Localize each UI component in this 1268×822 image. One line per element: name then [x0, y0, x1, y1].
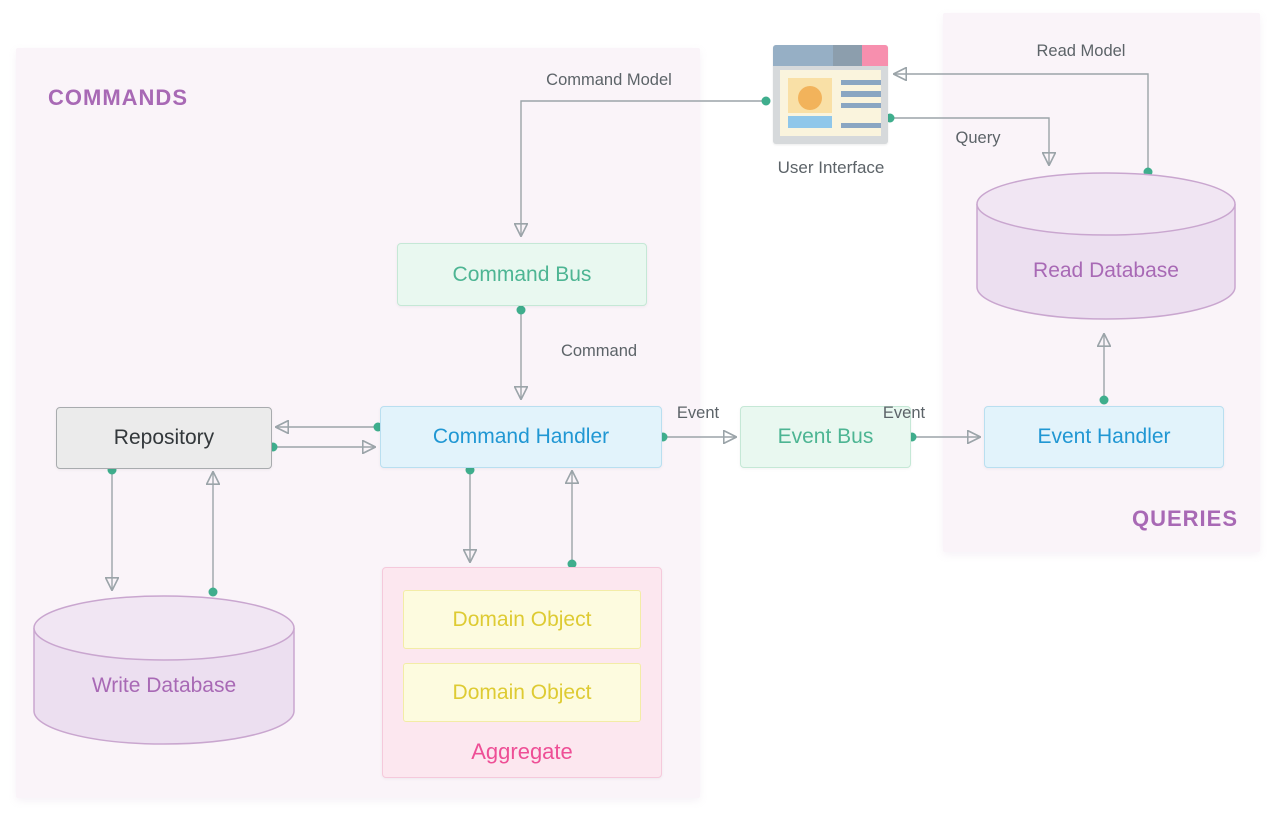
read-database-node: Read Database — [976, 171, 1236, 321]
text-line — [841, 102, 881, 108]
titlebar-segment — [773, 45, 833, 66]
user-interface-icon — [773, 45, 888, 144]
write-database-label: Write Database — [91, 674, 237, 697]
command-handler-node: Command Handler — [380, 406, 662, 468]
event-handler-node: Event Handler — [984, 406, 1224, 468]
database-cylinder-icon — [33, 595, 295, 745]
browser-titlebar — [773, 45, 888, 66]
text-line — [841, 80, 881, 86]
image-placeholder — [788, 78, 832, 114]
aggregate-node: Domain Object Domain Object Aggregate — [382, 567, 662, 778]
write-database-node: Write Database — [33, 594, 295, 746]
image-circle — [798, 86, 822, 110]
queries-panel-title: QUERIES — [1131, 506, 1238, 531]
titlebar-segment — [832, 45, 862, 66]
repository-node: Repository — [56, 407, 272, 469]
read-database-label: Read Database — [1033, 259, 1179, 282]
aggregate-label: Aggregate — [471, 739, 573, 764]
domain-object-node: Domain Object — [403, 663, 641, 722]
read-model-edge-label: Read Model — [1036, 42, 1126, 60]
text-line — [841, 91, 881, 97]
browser-media-column — [788, 78, 832, 128]
blue-strip — [788, 116, 832, 128]
query-edge-label: Query — [955, 129, 1001, 147]
domain-object-node: Domain Object — [403, 590, 641, 649]
command-bus-node: Command Bus — [397, 243, 647, 306]
event-bus-node: Event Bus — [740, 406, 911, 468]
browser-text-column — [841, 78, 881, 128]
titlebar-close-segment — [861, 45, 888, 66]
database-cylinder-icon — [976, 172, 1236, 320]
browser-content — [780, 70, 881, 136]
command-edge-label: Command — [560, 342, 638, 360]
commands-panel-title: COMMANDS — [48, 85, 188, 110]
text-line — [841, 122, 881, 128]
user-interface-label: User Interface — [777, 158, 885, 177]
event-edge-label: Event — [676, 404, 720, 422]
event-edge-label: Event — [882, 404, 926, 422]
command-model-edge-label: Command Model — [546, 71, 672, 89]
